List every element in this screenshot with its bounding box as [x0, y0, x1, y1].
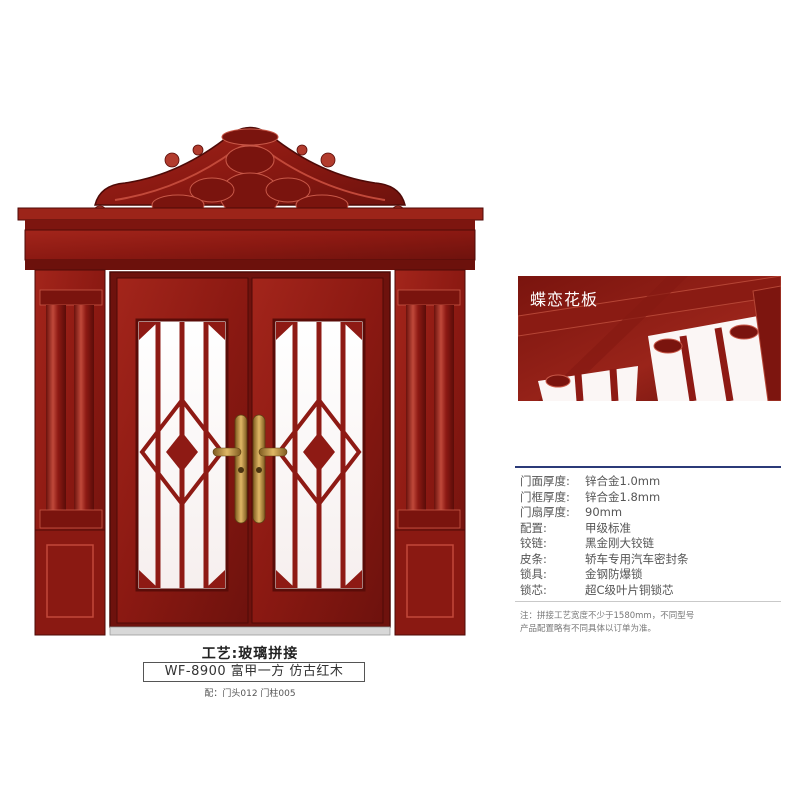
spec-label: 门面厚度:	[520, 474, 570, 488]
detail-closeup-panel: 蝶恋花板	[518, 276, 781, 401]
spec-row: 配置: 甲级标准	[520, 521, 689, 537]
spec-label: 配置:	[520, 520, 547, 535]
spec-label: 门扇厚度:	[520, 505, 570, 519]
spec-value: 锌合金1.0mm	[585, 474, 661, 488]
spec-label: 锁芯:	[520, 582, 547, 597]
spec-value: 锌合金1.8mm	[585, 489, 661, 504]
footnote: 注：拼接工艺宽度不少于1580mm，不同型号 产品配置略有不同具体以订单为准。	[520, 610, 790, 636]
spec-value: 黑金刚大铰链	[585, 536, 654, 550]
spec-row: 门框厚度: 锌合金1.8mm	[520, 490, 689, 506]
detail-title: 蝶恋花板	[530, 290, 599, 309]
spec-row: 皮条: 轿车专用汽车密封条	[520, 552, 689, 568]
spec-label: 铰链:	[520, 536, 547, 550]
model-name-box: WF-8900 富甲一方 仿古红木	[143, 662, 365, 682]
spec-value: 轿车专用汽车密封条	[585, 551, 689, 566]
door-illustration	[17, 126, 484, 636]
door-crown	[17, 126, 484, 270]
spec-label: 皮条:	[520, 551, 547, 566]
spec-bottom-divider	[515, 601, 781, 602]
spec-row: 锁具: 金钢防爆锁	[520, 567, 689, 583]
spec-label: 门框厚度:	[520, 489, 570, 504]
spec-row: 铰链: 黑金刚大铰链	[520, 536, 689, 552]
spec-value: 90mm	[585, 505, 623, 519]
craft-caption: 工艺:玻璃拼接	[201, 646, 299, 662]
left-pillar	[34, 269, 106, 636]
accessory-caption: 配：门头012 门柱005	[204, 689, 296, 699]
spec-list: 门面厚度: 锌合金1.0mm 门框厚度: 锌合金1.8mm 门扇厚度: 90mm 配置…	[520, 474, 689, 598]
spec-value: 金钢防爆锁	[585, 567, 643, 581]
spec-row: 门扇厚度: 90mm	[520, 505, 689, 521]
spec-row: 门面厚度: 锌合金1.0mm	[520, 474, 689, 490]
spec-row: 锁芯: 超C级叶片铜锁芯	[520, 583, 689, 599]
spec-top-divider	[515, 466, 781, 468]
door-threshold	[109, 626, 391, 636]
footnote-line-1: 注：拼接工艺宽度不少于1580mm，不同型号	[520, 611, 695, 621]
spec-label: 锁具:	[520, 567, 547, 581]
spec-value: 超C级叶片铜锁芯	[585, 582, 674, 597]
footnote-line-2: 产品配置略有不同具体以订单为准。	[520, 624, 657, 634]
spec-value: 甲级标准	[585, 520, 631, 535]
detail-closeup-image	[518, 276, 781, 401]
left-door-leaf	[116, 277, 249, 624]
door-handles	[212, 414, 288, 524]
right-pillar	[394, 269, 466, 636]
